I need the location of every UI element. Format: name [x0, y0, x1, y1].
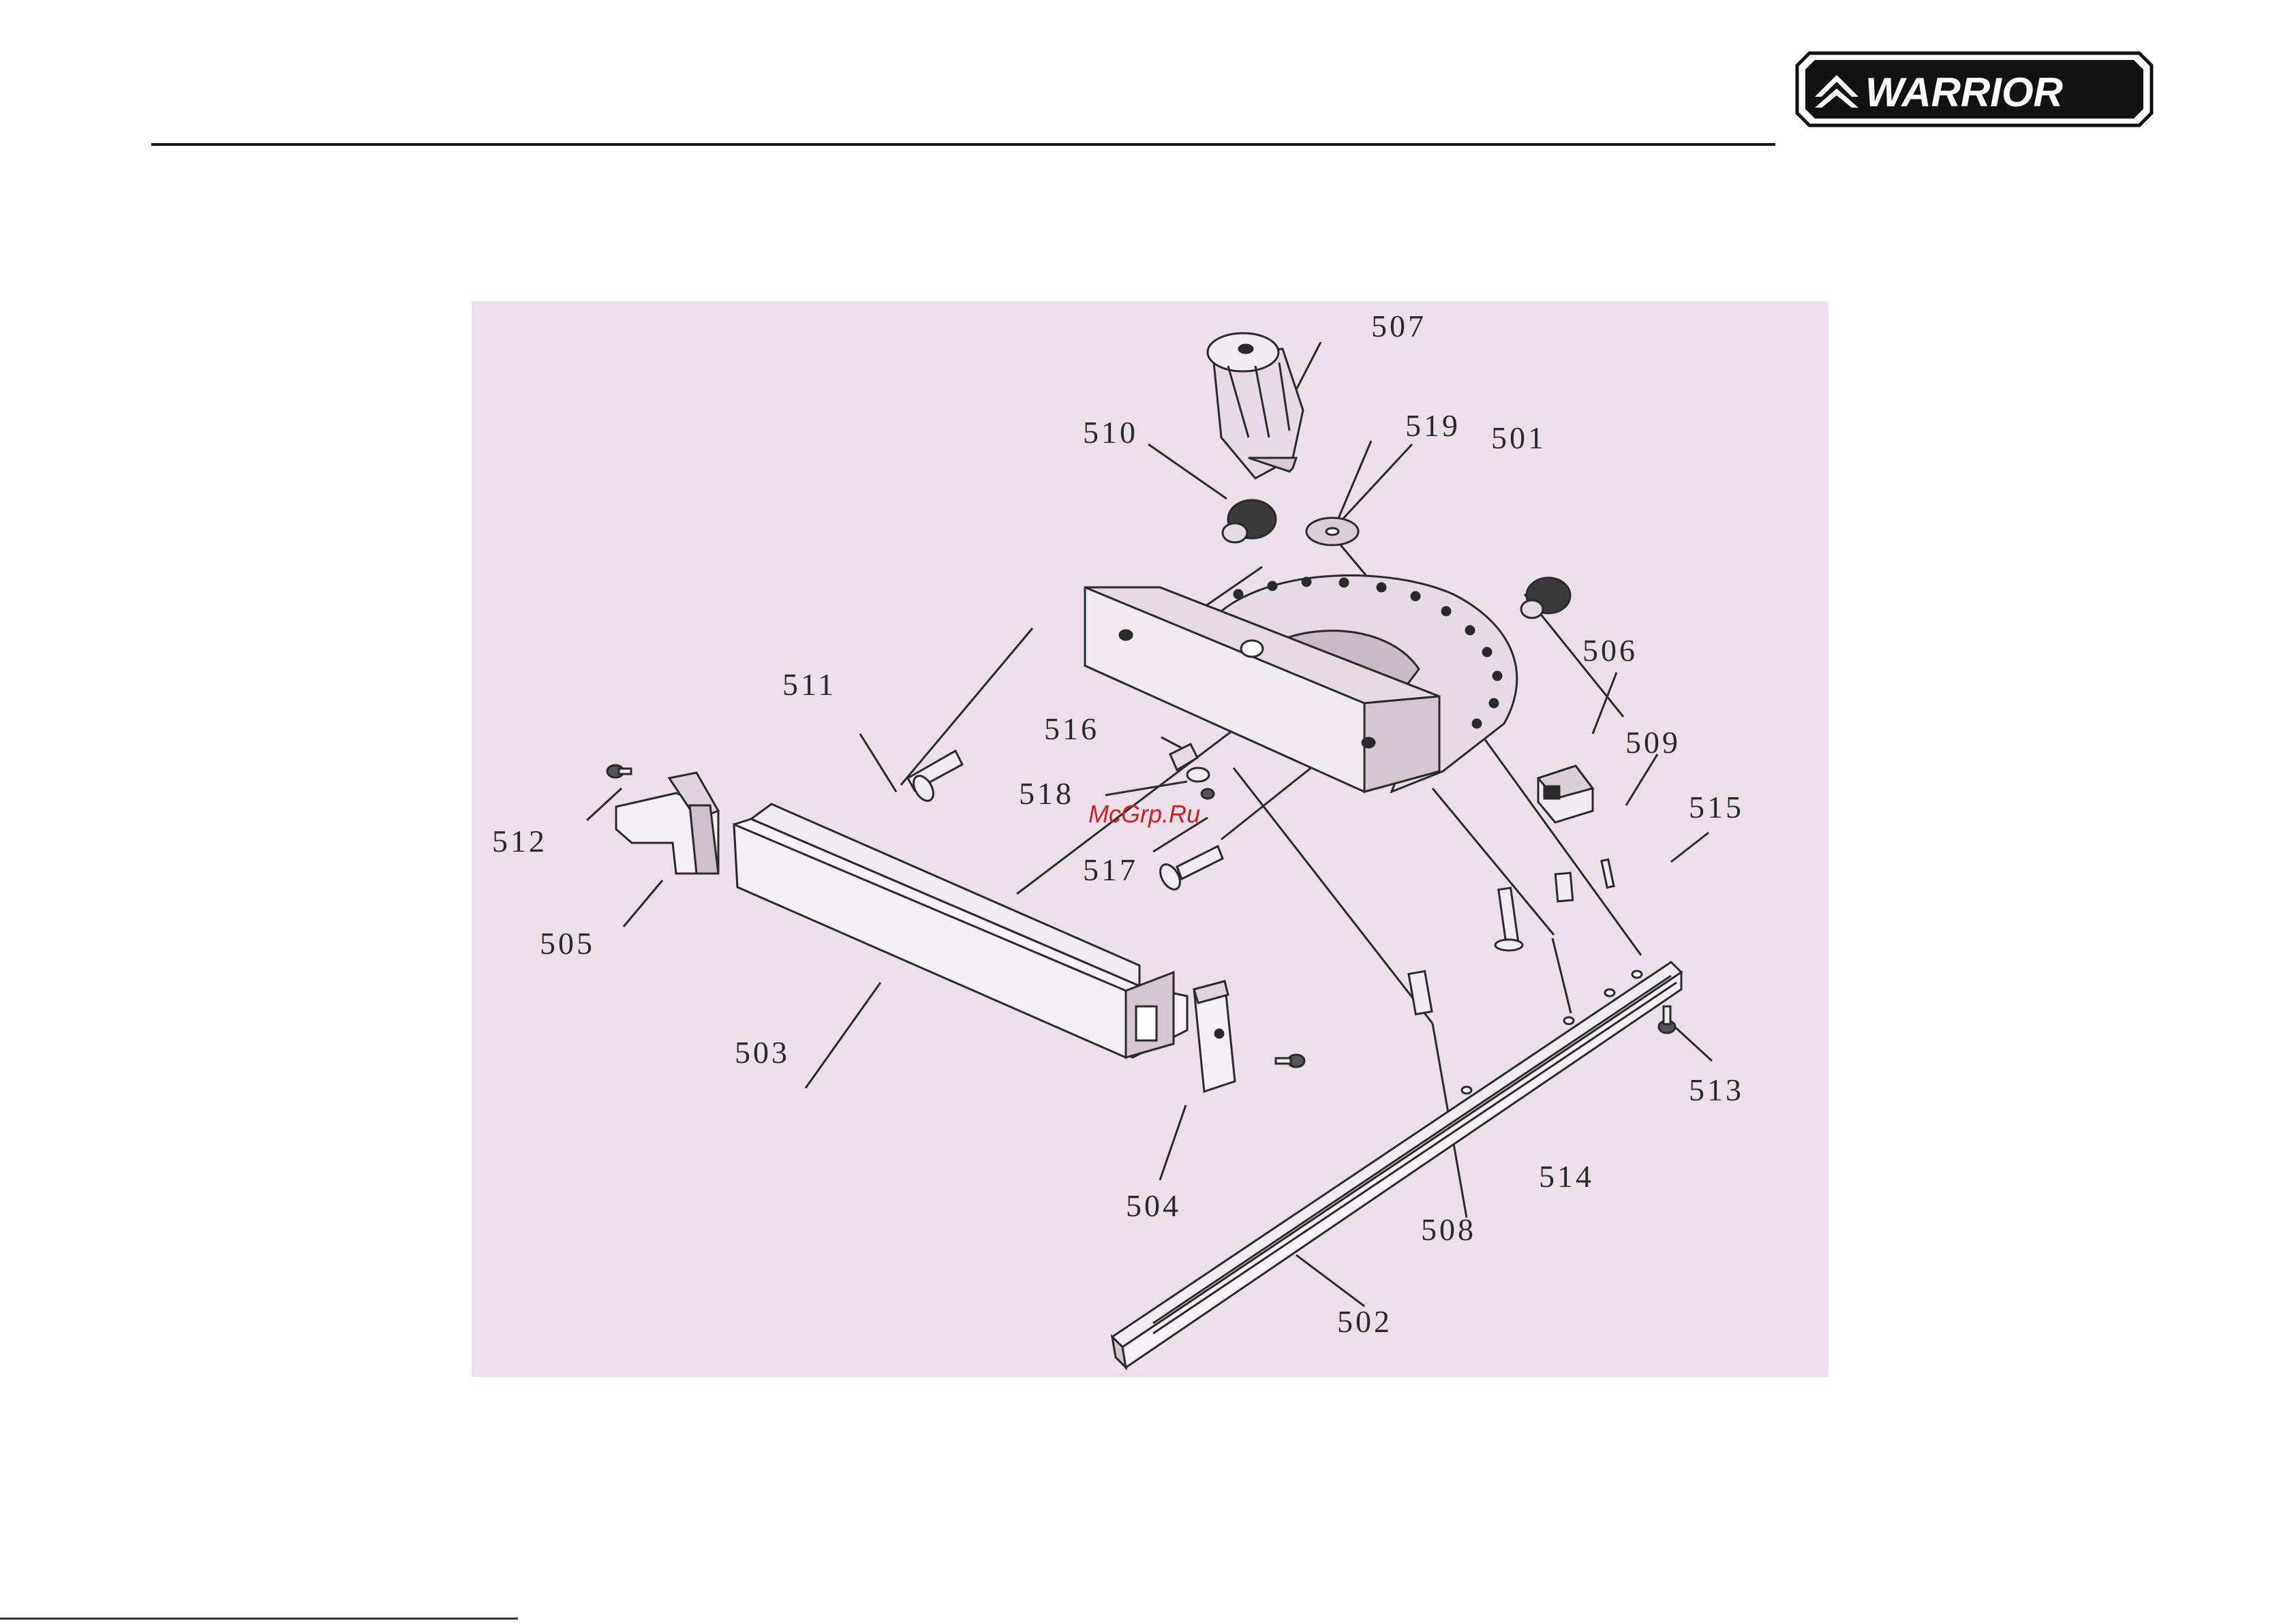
callout-514: 514 — [1539, 1161, 1594, 1192]
leader-518 — [1105, 782, 1187, 795]
part-503-fence — [734, 804, 1187, 1057]
callout-504: 504 — [1126, 1190, 1181, 1222]
exploded-parts-diagram: 507 510 519 501 506 511 516 509 518 515 … — [472, 301, 1828, 1377]
leader-502 — [1296, 1255, 1364, 1306]
callout-510: 510 — [1083, 417, 1138, 448]
leader-504 — [1160, 1105, 1186, 1180]
leader-511 — [860, 734, 896, 792]
part-513-screw — [1659, 1006, 1675, 1033]
callout-502: 502 — [1337, 1306, 1392, 1338]
callout-508: 508 — [1421, 1214, 1476, 1246]
part-515-pin — [1602, 859, 1614, 887]
part-506-block — [1538, 766, 1593, 822]
part-519-washer — [1306, 518, 1358, 545]
part-507-knob — [1208, 333, 1303, 478]
callout-503: 503 — [735, 1037, 790, 1068]
part-517-bolt — [1157, 846, 1223, 893]
callout-505: 505 — [540, 928, 595, 959]
part-509-pin — [1555, 873, 1572, 901]
callout-518: 518 — [1019, 778, 1074, 809]
leader-503 — [806, 983, 881, 1088]
alignment-line — [1473, 724, 1641, 955]
part-501-protractor-body — [1085, 576, 1517, 792]
callout-516: 516 — [1044, 713, 1099, 745]
leader-509 — [1626, 754, 1657, 805]
part-nut — [1201, 789, 1214, 799]
callout-513: 513 — [1689, 1075, 1744, 1106]
part-screw — [1276, 1055, 1304, 1067]
leader-505 — [624, 880, 662, 927]
leader-507 — [1296, 342, 1321, 390]
leader-514 — [1552, 938, 1571, 1013]
callout-501: 501 — [1491, 422, 1546, 454]
part-514-bolt — [1495, 888, 1522, 950]
callout-517: 517 — [1083, 854, 1138, 886]
part-516-clip — [1170, 744, 1197, 770]
part-508-pin — [1409, 971, 1432, 1014]
leader-515 — [1671, 833, 1709, 862]
part-510-thumb-screw — [1223, 500, 1276, 542]
callout-509: 509 — [1625, 727, 1681, 758]
warrior-logo: WARRIOR — [1794, 50, 2154, 128]
footer-rule — [0, 1618, 518, 1620]
part-511-bolt — [908, 751, 962, 804]
logo-text: WARRIOR — [1865, 69, 2063, 115]
part-504-stop-block — [1194, 981, 1235, 1092]
part-518-washer — [1187, 768, 1209, 782]
part-505-stop-block — [616, 773, 718, 874]
leader-519 — [1334, 441, 1371, 529]
part-512-screw — [607, 765, 631, 777]
part-thumb-screw — [1521, 578, 1570, 618]
callout-511: 511 — [782, 669, 836, 700]
callout-515: 515 — [1689, 792, 1744, 823]
alignment-line — [901, 628, 1032, 785]
watermark-text: McGrp.Ru — [1088, 800, 1200, 829]
callout-507: 507 — [1371, 311, 1426, 342]
leader-513 — [1671, 1023, 1712, 1061]
callout-519: 519 — [1405, 410, 1460, 442]
leader-510 — [1148, 444, 1227, 499]
callout-506: 506 — [1582, 635, 1638, 666]
callout-512: 512 — [492, 826, 547, 857]
header-rule — [151, 143, 1775, 146]
